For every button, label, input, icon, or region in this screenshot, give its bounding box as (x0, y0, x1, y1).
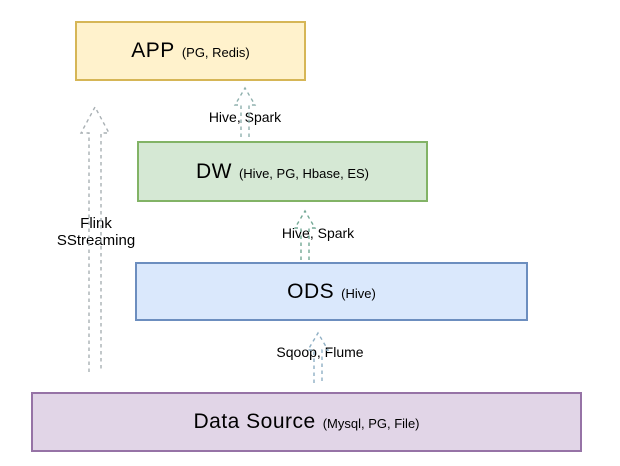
arrow-label-hive-spark-top: Hive, Spark (208, 109, 282, 125)
node-data-source: Data Source (Mysql, PG, File) (31, 392, 582, 452)
arrow-label-hive-spark-mid: Hive, Spark (281, 225, 355, 241)
node-ods-subtitle: (Hive) (341, 285, 376, 301)
node-app-title: APP (131, 39, 175, 62)
node-data-source-title: Data Source (193, 410, 316, 433)
node-app: APP (PG, Redis) (75, 21, 306, 81)
arrow-label-flink-sstreaming: Flink SStreaming (57, 215, 135, 249)
arrow-label-flink-line1: Flink (80, 215, 112, 232)
node-dw-subtitle: (Hive, PG, Hbase, ES) (238, 165, 370, 181)
node-ods: ODS (Hive) (135, 262, 528, 321)
arrow-label-flink-line2: SStreaming (56, 232, 136, 249)
node-app-subtitle: (PG, Redis) (181, 45, 250, 60)
arrow-label-sqoop-flume: Sqoop, Flume (276, 344, 364, 360)
node-ods-title: ODS (287, 279, 335, 303)
node-dw: DW (Hive, PG, Hbase, ES) (137, 141, 428, 202)
node-dw-title: DW (195, 159, 232, 183)
node-data-source-subtitle: (Mysql, PG, File) (322, 416, 420, 431)
